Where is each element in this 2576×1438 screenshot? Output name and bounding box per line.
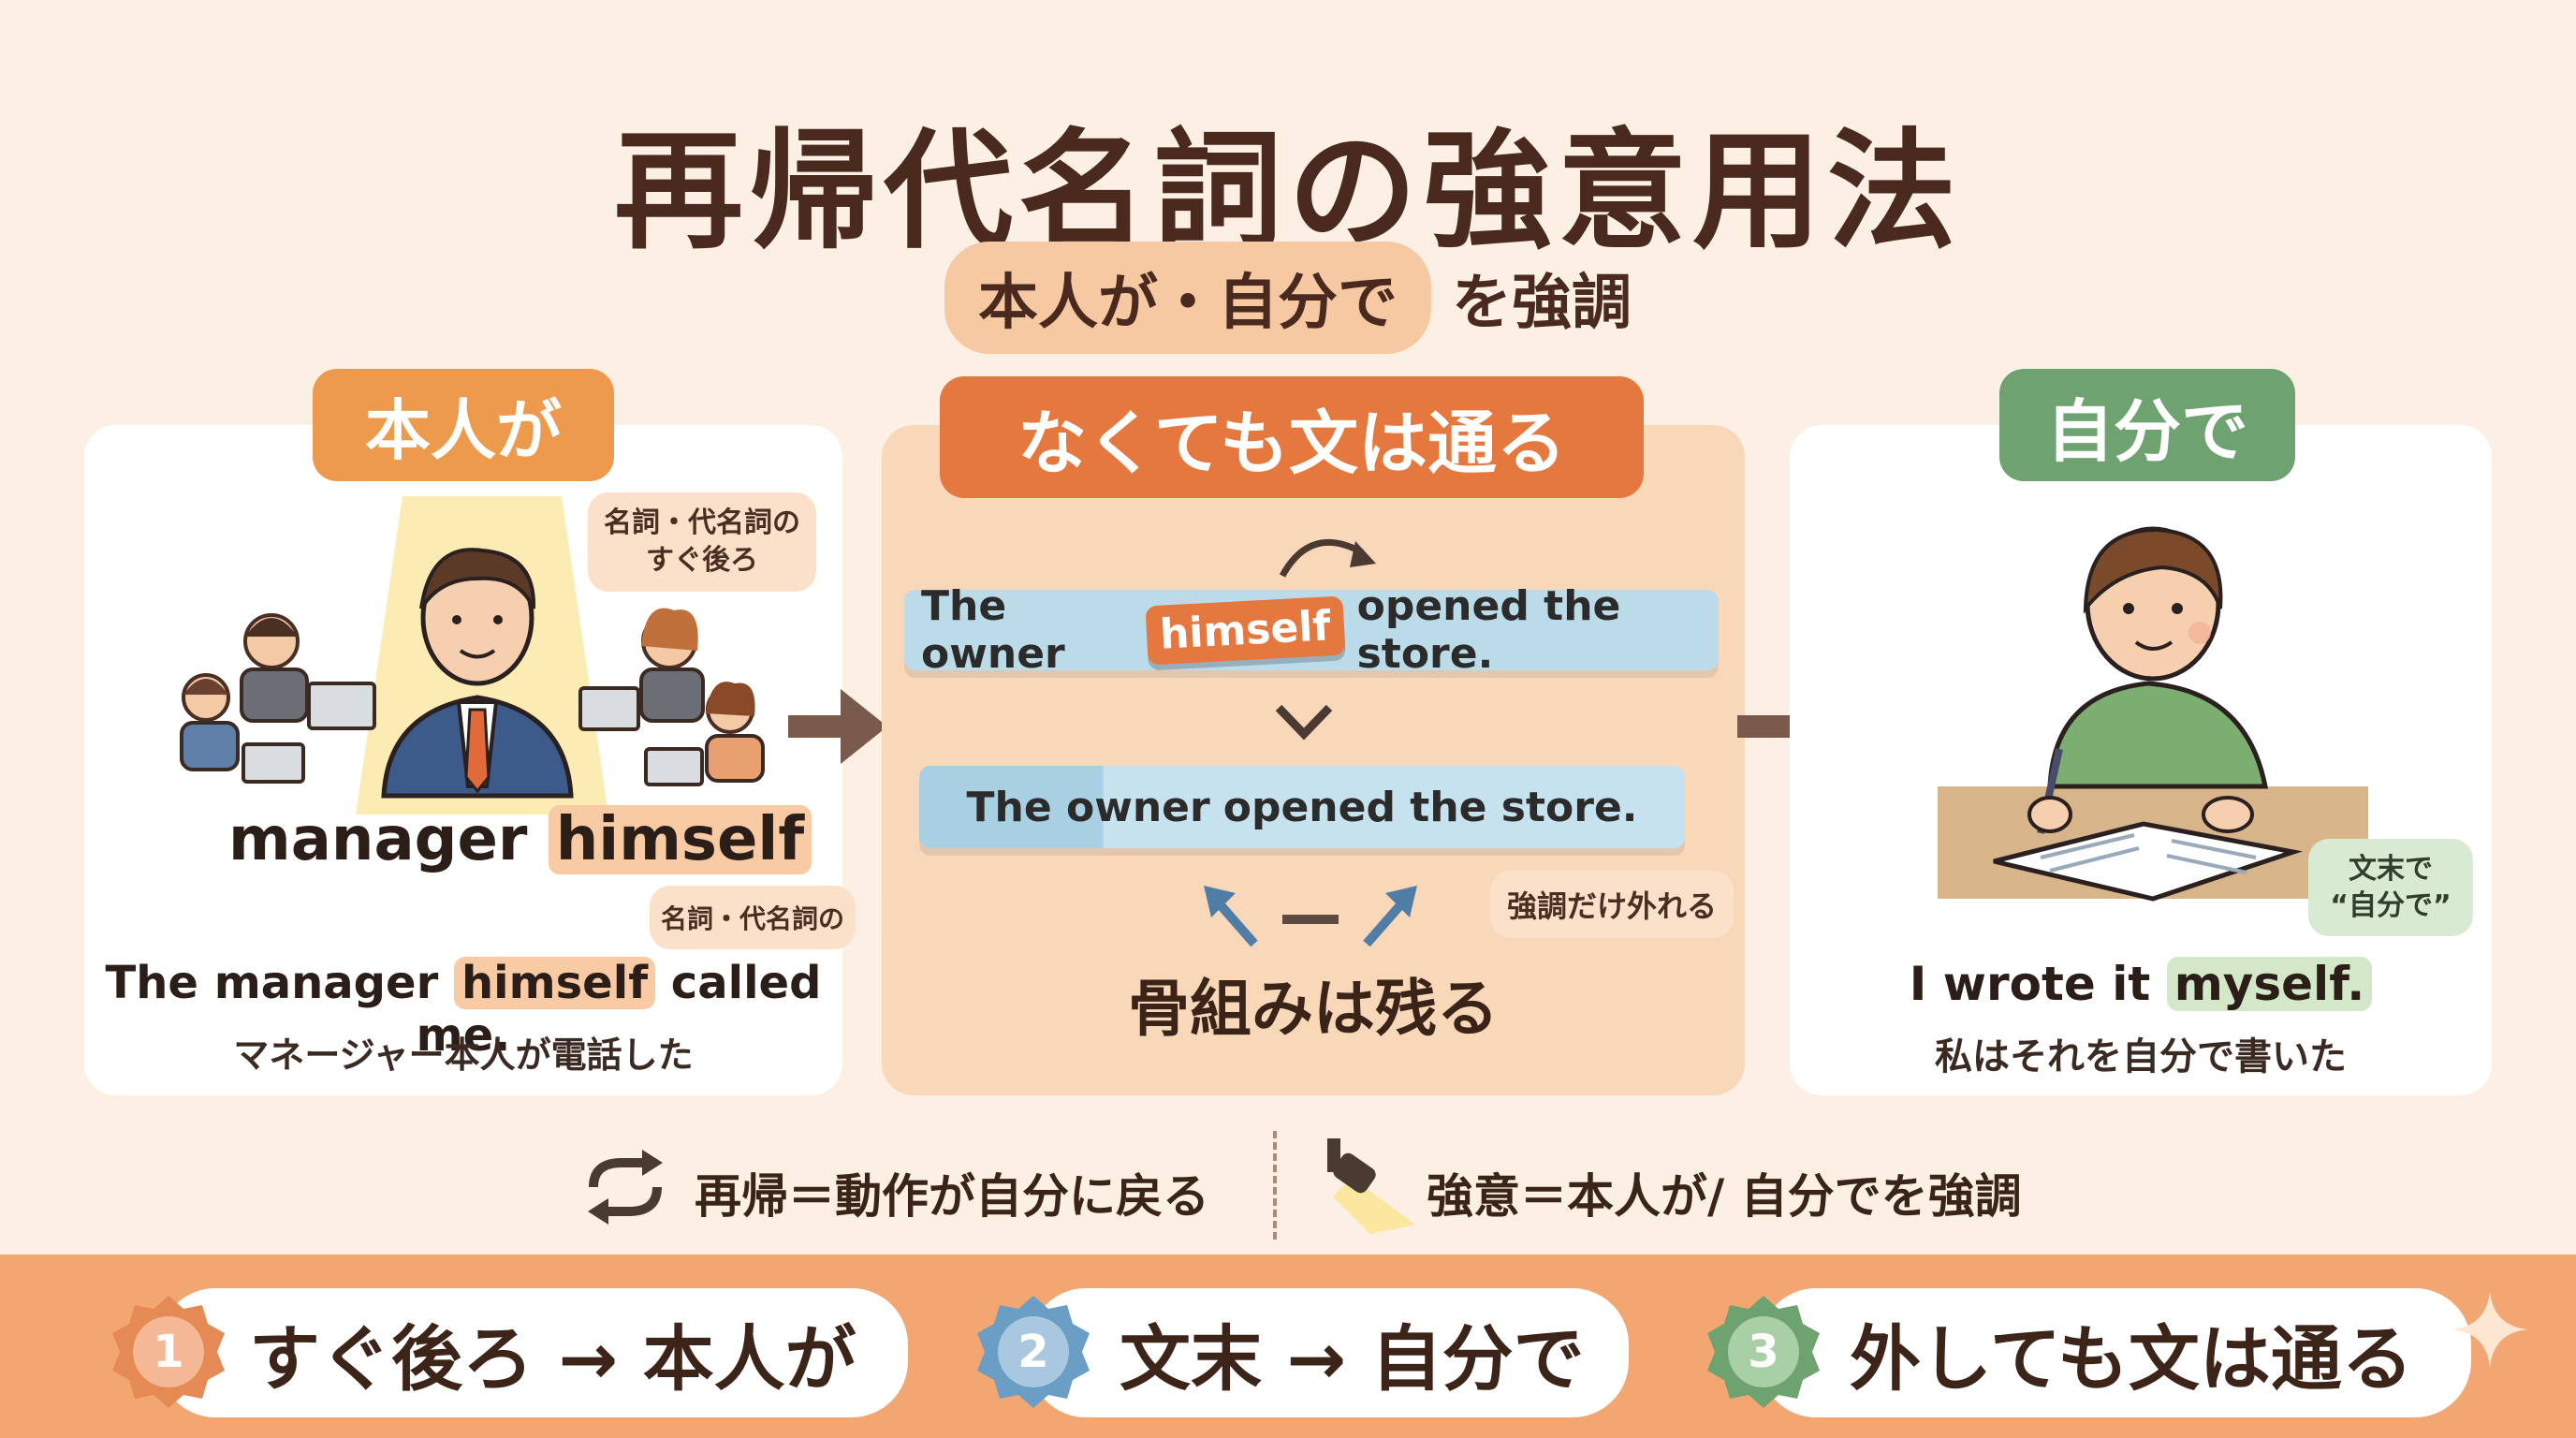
noun-callout: 名詞・代名詞の <box>650 886 856 949</box>
example-before: The manager <box>105 957 439 1009</box>
summary-item-1: すぐ後ろ → 本人が <box>159 1288 908 1417</box>
summary-item-2: 文末 → 自分で <box>1030 1288 1629 1417</box>
summary-text: すぐ後ろ → 本人が <box>249 1317 856 1401</box>
spotlight-icon <box>1327 1138 1415 1234</box>
sentence1-after: opened the store. <box>1356 582 1621 678</box>
example-after: called me. <box>416 957 822 1062</box>
skeleton-arrows-icon <box>1204 886 1417 947</box>
right-tag: 自分で <box>1999 369 2295 481</box>
subtitle: 本人が・自分で を強調 <box>0 242 2576 354</box>
middle-caption: 骨組みは残る <box>1128 973 1499 1045</box>
sentence2-after: opened the store. <box>1222 783 1638 831</box>
sentence-reduced: The owner opened the store. <box>919 766 1685 848</box>
medal-icon-2: 2 <box>977 1296 1090 1408</box>
summary-text: 外しても文は通る <box>1850 1317 2413 1401</box>
chevron-down-icon <box>1275 704 1333 741</box>
sentence2-before: The owner <box>966 783 1210 831</box>
manager-icon <box>381 548 574 799</box>
phrase-word: manager <box>228 805 528 874</box>
right-translation: 私はそれを自分で書いた <box>1935 1035 2347 1078</box>
left-example: The manager himself called me. <box>84 957 842 1062</box>
coworker-icon <box>578 608 765 786</box>
sentence1-before: The owner <box>921 582 1065 678</box>
sentence1-insert: himself <box>1145 595 1346 665</box>
left-tag: 本人が <box>313 369 614 481</box>
middle-tag: なくても文は通る <box>940 376 1644 498</box>
summary-item-3: 外しても文は通る <box>1760 1288 2471 1417</box>
medal-number: 1 <box>153 1326 183 1378</box>
medal-number: 2 <box>1017 1326 1048 1378</box>
insert-arrow-icon <box>1279 538 1376 578</box>
example-before: I wrote it <box>1909 957 2151 1011</box>
summary-text: 文末 → 自分で <box>1120 1317 1585 1401</box>
subtitle-rest: を強調 <box>1452 269 1632 338</box>
left-translation: マネージャー本人が電話した <box>233 1034 694 1076</box>
legend-divider <box>1273 1131 1277 1240</box>
legend-emphatic: 強意＝本人が/ 自分でを強調 <box>1427 1169 2022 1224</box>
medal-icon-1: 1 <box>112 1296 225 1408</box>
phrase: manager himself <box>228 805 812 874</box>
sparkle-icon <box>2452 1292 2527 1367</box>
coworker-icon <box>180 613 376 784</box>
medal-icon-3: 3 <box>1707 1296 1820 1408</box>
example-highlight: myself. <box>2166 957 2373 1011</box>
subtitle-highlight: 本人が・自分で <box>944 242 1431 354</box>
sentence-full: The owner himself opened the store. <box>904 582 1719 678</box>
phrase-highlight: himself <box>548 805 812 874</box>
writer-illustration <box>1938 526 2368 902</box>
position-callout: 名詞・代名詞の すぐ後ろ <box>588 492 816 592</box>
removal-callout: 強調だけ外れる <box>1490 871 1734 938</box>
example-highlight: himself <box>453 957 656 1009</box>
manager-illustration <box>180 496 765 814</box>
middle-panel <box>882 425 1745 1095</box>
position-callout-right: 文末で “自分で” <box>2308 839 2473 936</box>
legend-reflexive: 再帰＝動作が自分に戻る <box>695 1169 1209 1224</box>
arrow-right-icon <box>788 689 887 764</box>
right-example: I wrote it myself. <box>1790 957 2492 1011</box>
repeat-icon <box>588 1150 663 1225</box>
medal-number: 3 <box>1748 1326 1778 1378</box>
